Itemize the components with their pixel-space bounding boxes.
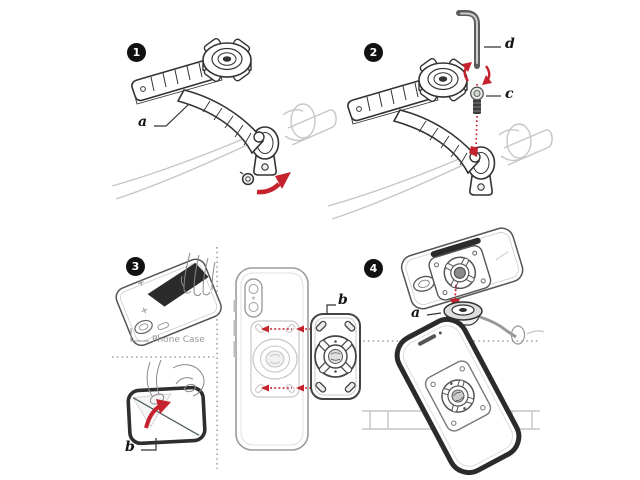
label-a-step1: a xyxy=(138,114,148,130)
handlebar xyxy=(111,103,337,200)
label-b-adapter: b xyxy=(338,292,348,308)
step2-badge: 2 xyxy=(364,43,383,62)
label-d-hex-key: d xyxy=(505,36,515,52)
step1-badge: 1 xyxy=(127,43,146,62)
case-mount-zone xyxy=(250,320,300,398)
screw-icon xyxy=(470,86,484,114)
peel-arrow-icon xyxy=(144,399,171,429)
step4-badge: 4 xyxy=(364,259,383,278)
rotation-arrows-icon xyxy=(462,62,492,85)
align-arrows-icon xyxy=(261,325,312,392)
peeling-hands xyxy=(146,359,205,405)
phone-case-caption: Phone Case xyxy=(152,335,205,345)
cleaning-cloth xyxy=(147,262,209,307)
mount-head xyxy=(202,37,252,83)
label-b-leader xyxy=(141,438,157,451)
peel-adhesive-figure xyxy=(126,359,207,451)
step2-figure xyxy=(456,10,501,157)
sparkle-icon xyxy=(137,279,148,314)
pivot-bolt-icon xyxy=(239,171,255,186)
clean-case-figure xyxy=(115,252,222,347)
hex-key-icon xyxy=(456,10,480,69)
step3-badge: 3 xyxy=(126,257,145,276)
attach-phone-figure xyxy=(400,227,545,345)
wiping-hand-icon xyxy=(180,252,216,296)
step1-figure xyxy=(154,103,291,195)
phone-case-leader xyxy=(130,328,149,342)
mounted-result-figure xyxy=(362,316,540,476)
label-c-screw: c xyxy=(505,86,514,102)
label-a-leader xyxy=(154,103,190,127)
adapter-alignment-figure xyxy=(233,267,361,451)
step2-mount xyxy=(327,56,553,220)
label-a-step4: a xyxy=(411,305,421,321)
label-b-adhesive: b xyxy=(125,439,135,455)
mount-arm xyxy=(176,89,265,155)
tighten-arrow-icon xyxy=(256,172,291,195)
bolt-hole-highlight xyxy=(469,146,478,157)
label-b-adapter-leader xyxy=(326,304,336,314)
screw-path-dashed-line xyxy=(475,84,478,150)
label-a4-leader xyxy=(426,312,442,316)
adapter-plate xyxy=(310,313,361,400)
